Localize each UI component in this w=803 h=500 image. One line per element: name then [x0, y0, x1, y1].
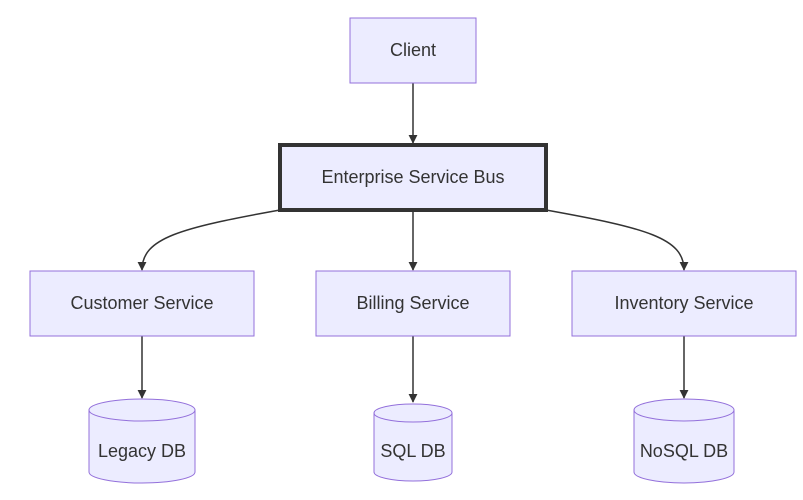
sql-db-cylinder-icon: [373, 403, 453, 482]
node-billing-service-label: Billing Service: [356, 293, 469, 313]
node-inventory-service[interactable]: Inventory Service: [571, 270, 797, 337]
edge-esb-to-inventory-service: [545, 209, 689, 271]
node-nosql-db[interactable]: NoSQL DB: [633, 398, 735, 484]
node-customer-service[interactable]: Customer Service: [29, 270, 255, 337]
node-billing-service[interactable]: Billing Service: [315, 270, 511, 337]
sql-db-cylinder-rim: [373, 412, 453, 423]
node-client[interactable]: Client: [349, 17, 477, 84]
node-legacy-db[interactable]: Legacy DB: [88, 398, 196, 484]
node-customer-service-label: Customer Service: [70, 293, 213, 313]
node-enterprise-service-bus[interactable]: Enterprise Service Bus: [278, 143, 548, 212]
nosql-db-cylinder-rim: [633, 409, 735, 422]
node-nosql-db-label: NoSQL DB: [640, 441, 728, 461]
node-sql-db-label: SQL DB: [380, 441, 445, 461]
legacy-db-cylinder-rim: [88, 409, 196, 422]
node-inventory-service-label: Inventory Service: [614, 293, 753, 313]
edge-esb-to-customer-service: [137, 209, 281, 271]
node-enterprise-service-bus-label: Enterprise Service Bus: [321, 167, 504, 187]
node-client-label: Client: [390, 40, 436, 60]
node-legacy-db-label: Legacy DB: [98, 441, 186, 461]
edges: [137, 83, 689, 403]
node-sql-db[interactable]: SQL DB: [373, 403, 453, 482]
